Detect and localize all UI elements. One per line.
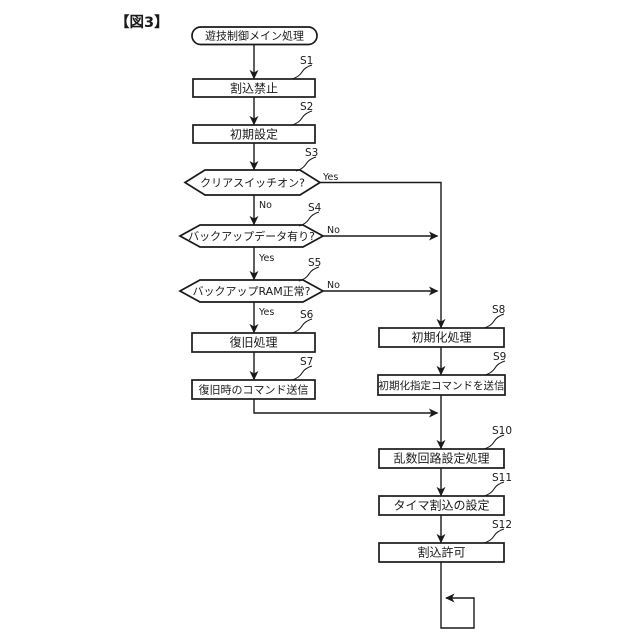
decision-label-s5: バックアップRAM正常?: [192, 285, 310, 298]
step-tag-s6: S6: [300, 309, 314, 321]
branch-label-s3-yes: Yes: [322, 172, 338, 183]
edge-s12-loop-return: [440, 562, 475, 629]
branch-label-s5-no: No: [327, 280, 340, 291]
process-box-s10: [378, 448, 505, 469]
decision-s4: バックアップデータ有り? S4: [178, 202, 325, 248]
process-s12: 割込許可 S12: [378, 519, 512, 563]
process-label-s6: 復旧処理: [229, 335, 277, 350]
step-tag-s10: S10: [492, 425, 512, 437]
leader-s10: [483, 434, 505, 450]
process-label-s7: 復旧時のコマンド送信: [199, 383, 309, 397]
process-box-s9: [377, 374, 506, 396]
start-terminal-label: 遊技制御メイン処理: [205, 29, 304, 43]
process-s10: 乱数回路設定処理 S10: [378, 425, 512, 469]
process-label-s1: 割込禁止: [230, 81, 278, 96]
process-s2: 初期設定 S2: [192, 101, 316, 144]
edges: [249, 44, 475, 629]
leader-s9: [484, 360, 506, 376]
branch-label-s3-no: No: [259, 200, 272, 211]
decision-shape-s5: [178, 279, 325, 303]
step-tag-s2: S2: [300, 101, 313, 113]
process-s1: 割込禁止 S1: [192, 55, 316, 98]
process-box-s6: [191, 332, 316, 353]
edge-s7-merge: [253, 399, 439, 418]
decision-label-s4: バックアップデータ有り?: [188, 229, 315, 243]
process-box-s2: [192, 124, 316, 144]
process-label-s10: 乱数回路設定処理: [393, 451, 489, 466]
leader-s7: [291, 365, 313, 381]
step-tag-s8: S8: [492, 304, 505, 316]
process-label-s12: 割込許可: [417, 545, 465, 560]
process-box-s11: [378, 495, 505, 516]
start-terminal: 遊技制御メイン処理: [191, 26, 318, 46]
step-tag-s5: S5: [308, 257, 321, 269]
process-label-s2: 初期設定: [230, 127, 278, 142]
leader-s4: [298, 211, 320, 227]
step-tag-s4: S4: [308, 202, 322, 214]
process-s11: タイマ割込の設定 S11: [378, 472, 512, 516]
decision-s5: バックアップRAM正常? S5: [178, 257, 325, 303]
leader-s11: [483, 481, 505, 497]
step-tag-s12: S12: [492, 519, 512, 531]
branch-labels: Yes No No Yes No Yes: [258, 172, 340, 318]
edge-s3-s8-yes: [320, 181, 446, 329]
process-s8: 初期化処理 S8: [378, 304, 505, 348]
step-tag-s1: S1: [300, 55, 313, 67]
leader-s3: [295, 156, 317, 172]
branch-label-s5-yes: Yes: [258, 307, 274, 318]
process-label-s9: 初期化指定コマンドを送信: [379, 379, 505, 392]
step-tag-s3: S3: [305, 147, 318, 159]
figure-title: 【図3】: [115, 14, 169, 31]
start-terminal-shape: [191, 26, 318, 46]
step-tag-s11: S11: [492, 472, 512, 484]
process-label-s8: 初期化処理: [411, 331, 471, 345]
process-label-s11: タイマ割込の設定: [393, 498, 489, 513]
process-box-s8: [378, 327, 505, 348]
process-box-s7: [191, 379, 316, 400]
leader-s12: [483, 528, 505, 544]
process-s7: 復旧時のコマンド送信 S7: [191, 356, 316, 400]
process-box-s12: [378, 542, 505, 563]
process-s6: 復旧処理 S6: [191, 309, 316, 353]
process-s9: 初期化指定コマンドを送信 S9: [377, 351, 506, 396]
branch-label-s4-no: No: [327, 225, 340, 236]
process-box-s1: [192, 78, 316, 98]
branch-label-s4-yes: Yes: [258, 253, 274, 264]
leader-s1: [291, 64, 313, 80]
leader-s2: [291, 110, 313, 126]
decision-shape-s3: [183, 169, 322, 196]
leader-s8: [483, 313, 505, 329]
decision-s3: クリアスイッチオン? S3: [183, 147, 322, 196]
step-tag-s9: S9: [493, 351, 506, 363]
step-tag-s7: S7: [300, 356, 313, 368]
decision-shape-s4: [178, 224, 325, 248]
leader-s5: [298, 266, 320, 282]
decision-label-s3: クリアスイッチオン?: [200, 177, 305, 190]
leader-s6: [291, 318, 313, 334]
